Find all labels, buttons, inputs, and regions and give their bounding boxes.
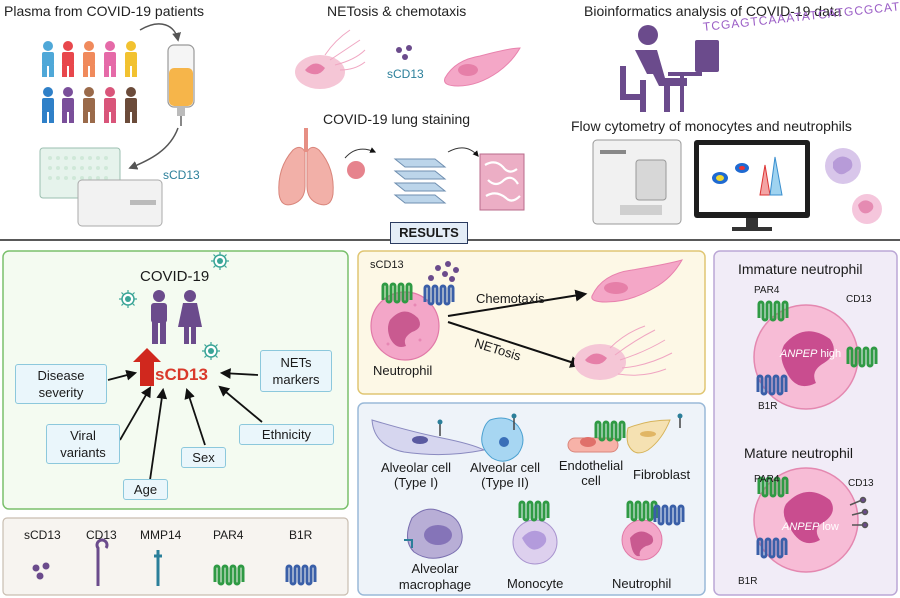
immature-neutrophil-title: Immature neutrophil bbox=[738, 261, 863, 277]
endothelial-cell-label: Endothelial cell bbox=[558, 458, 624, 488]
neutrophil-label: Neutrophil bbox=[373, 363, 433, 378]
plasma-bag-icon bbox=[167, 44, 195, 126]
neutrophil-panel-scd13: sCD13 bbox=[370, 259, 404, 271]
flow-cytometer-icon bbox=[592, 139, 682, 225]
virus-icon bbox=[210, 251, 230, 271]
patient-people-icons bbox=[42, 41, 137, 123]
virus-icon bbox=[201, 341, 221, 361]
legend-b1r-label: B1R bbox=[289, 528, 313, 542]
par4-label: PAR4 bbox=[754, 474, 780, 485]
netosis-scd13-label: sCD13 bbox=[387, 67, 424, 81]
monocyte-icon bbox=[512, 500, 558, 565]
cd13-receptor-icon bbox=[849, 496, 869, 529]
factor-age: Age bbox=[123, 479, 168, 500]
endothelial-cell-icon bbox=[567, 420, 626, 453]
netosis-chemotaxis-title: NETosis & chemotaxis bbox=[327, 3, 467, 19]
legend-panel-box bbox=[2, 517, 349, 596]
legend-mmp14-label: MMP14 bbox=[140, 528, 182, 542]
alveolar-cell-type1-label: Alveolar cell (Type I) bbox=[380, 460, 452, 490]
plasma-title: Plasma from COVID-19 patients bbox=[4, 3, 204, 19]
factor-ethnicity: Ethnicity bbox=[239, 424, 334, 445]
migrating-neutrophil-icon bbox=[591, 259, 684, 303]
anpep-high-label: ANPEP high bbox=[780, 348, 842, 360]
flow-cytometry-title: Flow cytometry of monocytes and neutroph… bbox=[571, 118, 852, 134]
fibroblast-label: Fibroblast bbox=[633, 467, 691, 482]
legend-mmp14-icon bbox=[154, 550, 162, 586]
legend-cd13-icon bbox=[95, 538, 109, 586]
scd13-dots bbox=[428, 261, 459, 282]
netosis-arrow bbox=[447, 321, 583, 368]
plate-reader-icon bbox=[39, 147, 163, 227]
neutrophil-cell-label: Neutrophil bbox=[612, 576, 672, 591]
monocyte-label: Monocyte bbox=[507, 576, 564, 591]
arrow-bag-to-reader bbox=[128, 127, 179, 170]
anpep-low-label: ANPEP low bbox=[782, 521, 839, 533]
alveolar-macrophage-icon bbox=[404, 508, 463, 559]
b1r-label: B1R bbox=[738, 576, 758, 587]
legend-par4-label: PAR4 bbox=[213, 528, 244, 542]
alveolar-cell-type2-label: Alveolar cell (Type II) bbox=[469, 460, 541, 490]
legend-scd13-label: sCD13 bbox=[24, 528, 61, 542]
alveolar-cell-type2-icon bbox=[481, 413, 524, 462]
cd13-label: CD13 bbox=[846, 294, 872, 305]
neutrophil-cell-icon bbox=[370, 291, 440, 361]
chemotaxis-label: Chemotaxis bbox=[476, 291, 545, 306]
flow-cells-icon bbox=[825, 148, 882, 224]
lung-staining-title: COVID-19 lung staining bbox=[323, 111, 471, 127]
results-label: RESULTS bbox=[390, 222, 468, 244]
factor-sex: Sex bbox=[181, 447, 226, 468]
neutrophil-small-icon bbox=[621, 500, 685, 561]
factor-disease-severity: Disease severity bbox=[15, 364, 107, 404]
arrow-people-to-bag bbox=[139, 23, 181, 42]
covid-panel-title: COVID-19 bbox=[140, 268, 210, 285]
chemotaxis-arrow bbox=[447, 289, 588, 317]
bioinformatics-person-icon bbox=[620, 25, 719, 112]
virus-icon bbox=[118, 289, 138, 309]
alveolar-macrophage-label: Alveolar macrophage bbox=[398, 561, 472, 592]
alveolar-cell-type1-icon bbox=[371, 419, 486, 456]
mature-neutrophil-title: Mature neutrophil bbox=[744, 445, 853, 461]
flow-monitor-icon bbox=[694, 140, 810, 231]
cd13-label: CD13 bbox=[848, 478, 874, 489]
bioinformatics-title: Bioinformatics analysis of COVID-19 data bbox=[584, 3, 842, 19]
lung-staining-illustration bbox=[278, 128, 525, 211]
fibroblast-icon bbox=[626, 413, 683, 454]
factor-arrows bbox=[107, 368, 263, 481]
netosis-top-illustration bbox=[295, 29, 521, 89]
factor-viral-variants: Viral variants bbox=[46, 424, 120, 464]
b1r-label: B1R bbox=[758, 401, 778, 412]
legend-scd13-icon bbox=[32, 562, 50, 580]
factor-nets-markers: NETs markers bbox=[260, 350, 332, 392]
increase-arrow-icon bbox=[133, 348, 161, 386]
covid-patients-icon bbox=[151, 290, 202, 344]
par4-label: PAR4 bbox=[754, 285, 780, 296]
netting-neutrophil-icon bbox=[574, 325, 673, 380]
immature-neutrophil-icon bbox=[753, 304, 859, 410]
legend-cd13-label: CD13 bbox=[86, 528, 117, 542]
center-scd13-label: sCD13 bbox=[155, 365, 208, 384]
plasma-scd13-label: sCD13 bbox=[163, 168, 200, 182]
